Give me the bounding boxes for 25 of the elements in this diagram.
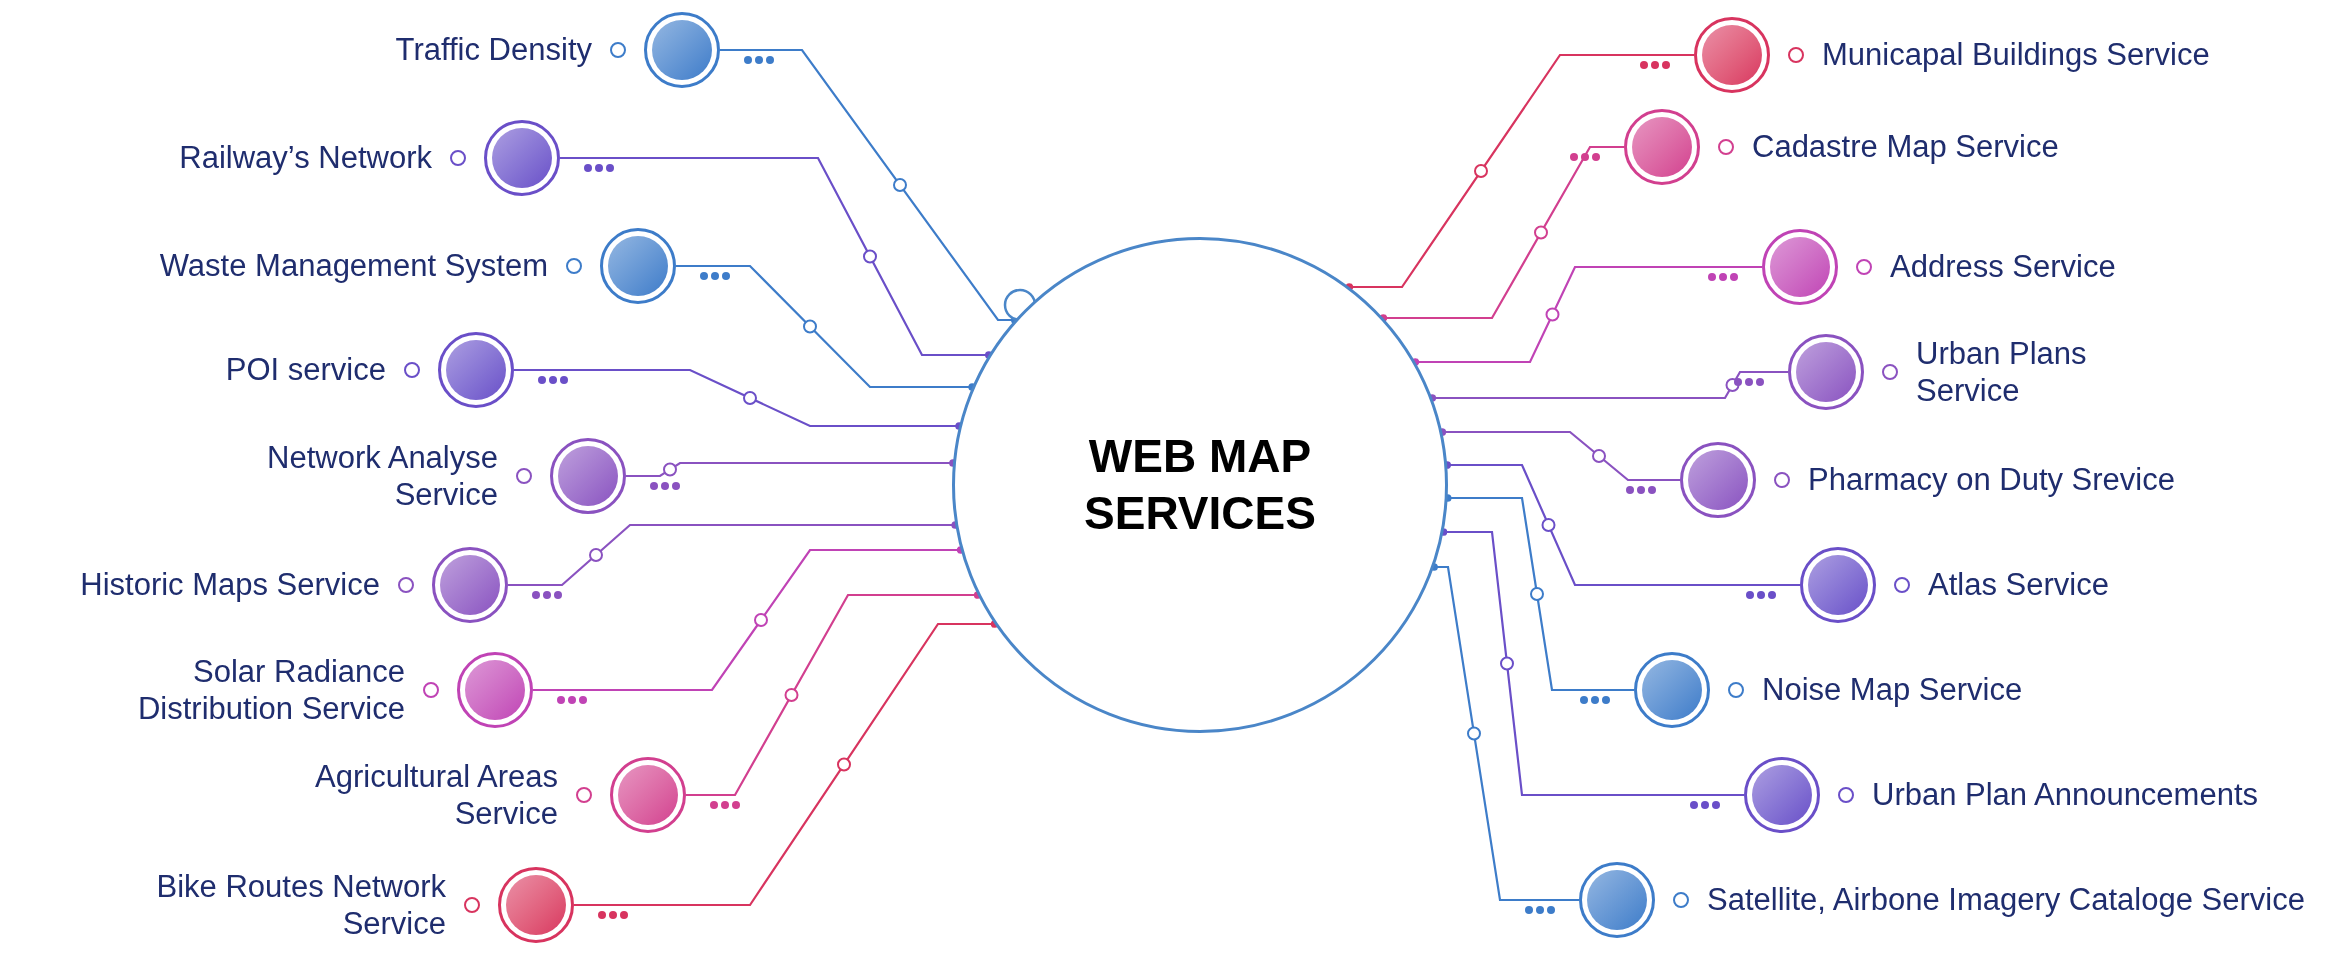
service-label: Historic Maps Service [80, 566, 380, 604]
service-label: Atlas Service [1928, 566, 2109, 604]
service-label: Address Service [1890, 248, 2116, 286]
service-label: Noise Map Service [1762, 671, 2023, 709]
connector-line [560, 156, 993, 359]
connector-line [574, 620, 999, 907]
service-label: Traffic Density [395, 31, 592, 69]
service-label: Network Analyse Service [266, 438, 498, 514]
connector-line [1411, 265, 1762, 366]
service-label: Urban Plans Service [1916, 334, 2088, 410]
service-label: Agricultural Areas Service [314, 757, 558, 833]
service-label: Railway’s Network [179, 139, 432, 177]
service-label: Urban Plan Announcements [1872, 776, 2259, 814]
service-label: Satellite, Airbone Imagery Cataloge Service [1707, 881, 2306, 919]
connector-line [686, 591, 982, 797]
hub-title: WEB MAP SERVICES [1083, 428, 1317, 541]
connector-line [1379, 145, 1624, 322]
service-label: POI service [225, 351, 386, 389]
service-label: Bike Routes Network Service [155, 867, 446, 943]
service-label: Waste Management System [159, 247, 548, 285]
service-label: Cadastre Map Service [1752, 128, 2059, 166]
service-label: Solar Radiance Distribution Service [136, 652, 405, 728]
service-label: Municapal Buildings Service [1822, 36, 2210, 74]
connector-line [1345, 53, 1694, 291]
service-label: Pharmacy on Duty Srevice [1808, 461, 2175, 499]
